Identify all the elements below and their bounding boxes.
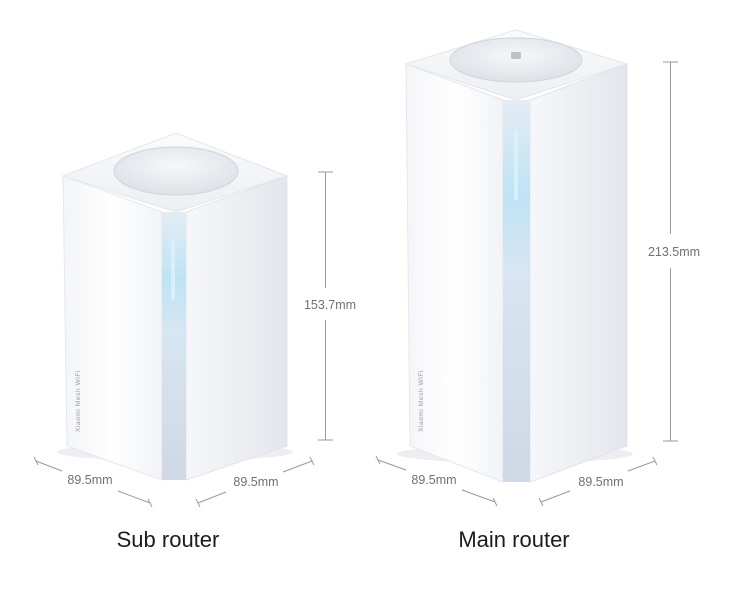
nfc-icon bbox=[511, 52, 521, 59]
main-left-width-label: 89.5mm bbox=[411, 473, 456, 487]
sub-left-width-dimension: 89.5mm bbox=[33, 456, 153, 508]
sub-left-width-label: 89.5mm bbox=[67, 473, 112, 487]
main-router: Xiaomi Mesh WiFi bbox=[397, 29, 633, 483]
main-router-led-glow bbox=[514, 130, 518, 200]
sub-router-led-strip bbox=[162, 212, 186, 480]
main-right-width-label: 89.5mm bbox=[578, 475, 623, 489]
sub-right-width-label: 89.5mm bbox=[233, 475, 278, 489]
sub-height-label: 153.7mm bbox=[304, 298, 356, 312]
sub-router-brand: Xiaomi Mesh WiFi bbox=[75, 370, 82, 432]
main-height-label: 213.5mm bbox=[648, 245, 700, 259]
main-height-dimension: 213.5mm bbox=[648, 61, 700, 442]
sub-router: Xiaomi Mesh WiFi bbox=[57, 132, 293, 481]
main-left-width-dimension: 89.5mm bbox=[375, 455, 498, 507]
sub-router-front-face bbox=[62, 175, 163, 481]
sub-router-caption: Sub router bbox=[116, 527, 220, 552]
main-router-right-face bbox=[529, 63, 628, 483]
main-right-width-dimension: 89.5mm bbox=[538, 456, 658, 507]
main-router-brand: Xiaomi Mesh WiFi bbox=[418, 370, 425, 432]
main-router-led-strip bbox=[503, 100, 530, 482]
sub-right-width-dimension: 89.5mm bbox=[195, 456, 315, 508]
sub-router-top-disc bbox=[113, 146, 239, 196]
sub-height-dimension: 153.7mm bbox=[304, 171, 356, 441]
sub-router-led-glow bbox=[171, 240, 175, 300]
main-router-caption: Main router bbox=[458, 527, 570, 552]
main-router-top-disc bbox=[449, 37, 583, 83]
sub-router-right-face bbox=[185, 175, 288, 481]
